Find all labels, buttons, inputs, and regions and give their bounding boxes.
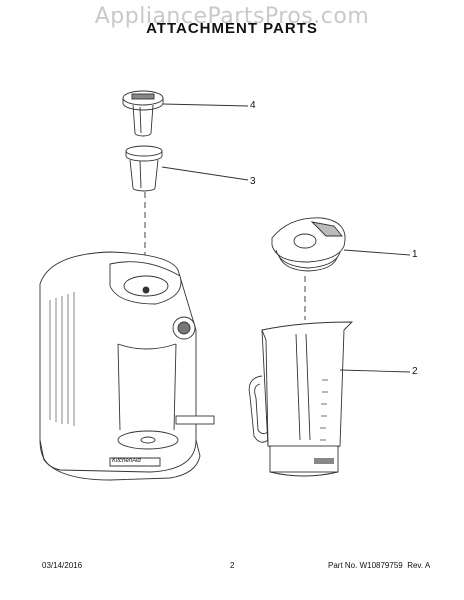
rev-label: Rev. [407, 561, 424, 570]
page-title: ATTACHMENT PARTS [146, 20, 318, 37]
callout-3: 3 [250, 176, 256, 187]
base-unit [39, 251, 215, 481]
part-4-cap [122, 90, 164, 137]
callout-4: 4 [250, 100, 256, 111]
rev-value: A [424, 561, 431, 570]
part-label: Part No. [328, 561, 358, 570]
watermark: AppliancePartsPros.com [94, 4, 370, 29]
callout-2: 2 [412, 366, 418, 377]
part-1-lid [271, 217, 346, 272]
part-3-strainer [125, 145, 163, 192]
part-number: W10879759 [359, 561, 403, 570]
part-2-jar [248, 321, 354, 477]
footer-date: 03/14/2016 [42, 561, 83, 570]
footer-part-number: Part No. W10879759 Rev. A [328, 561, 430, 570]
callout-1: 1 [412, 249, 418, 260]
base-brand-label: KitchenAid [112, 458, 141, 464]
footer-page-number: 2 [230, 561, 235, 570]
